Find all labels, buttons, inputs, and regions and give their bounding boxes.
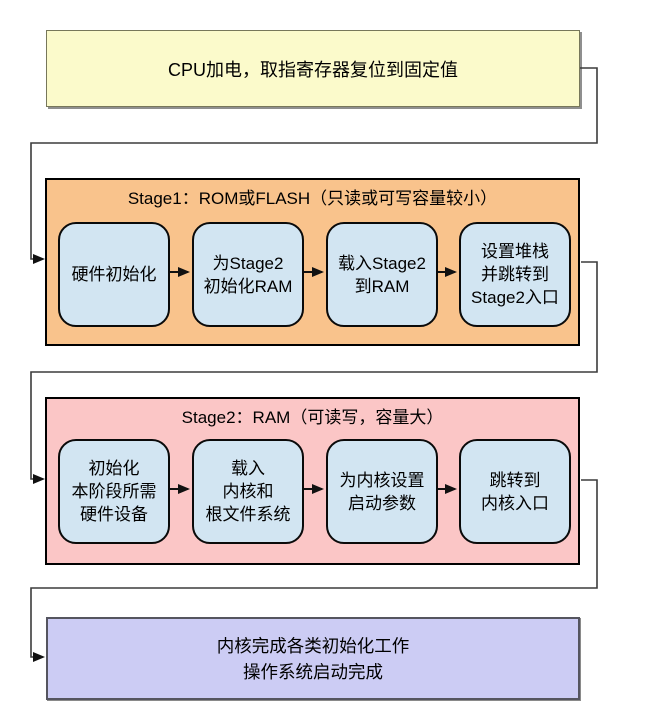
step-label: 载入 内核和 根文件系统 bbox=[205, 459, 291, 524]
start-box: CPU加电，取指寄存器复位到固定值 bbox=[46, 30, 580, 107]
step-label: 为Stage2 初始化RAM bbox=[203, 253, 293, 296]
stage2-step-load-kernel: 载入 内核和 根文件系统 bbox=[192, 439, 304, 544]
end-box-text: 内核完成各类初始化工作 操作系统启动完成 bbox=[216, 635, 410, 682]
stage1-step-load-stage2: 载入Stage2 到RAM bbox=[326, 222, 438, 327]
stage1-step-setup-stack-jump: 设置堆栈 并跳转到 Stage2入口 bbox=[459, 222, 571, 327]
stage1-container: Stage1：ROM或FLASH（只读或可写容量较小） 硬件初始化 为Stage… bbox=[45, 178, 580, 346]
stage2-step-set-boot-params: 为内核设置 启动参数 bbox=[326, 439, 438, 544]
step-label: 载入Stage2 到RAM bbox=[338, 253, 426, 296]
end-box: 内核完成各类初始化工作 操作系统启动完成 bbox=[46, 617, 580, 700]
step-label: 初始化 本阶段所需 硬件设备 bbox=[71, 459, 157, 524]
stage1-step-init-ram: 为Stage2 初始化RAM bbox=[192, 222, 304, 327]
start-box-text: CPU加电，取指寄存器复位到固定值 bbox=[167, 59, 458, 80]
stage1-step-hardware-init: 硬件初始化 bbox=[58, 222, 170, 327]
step-label: 硬件初始化 bbox=[71, 265, 157, 284]
stage2-title: Stage2：RAM（可读写，容量大） bbox=[181, 408, 444, 427]
step-label: 设置堆栈 并跳转到 Stage2入口 bbox=[471, 242, 559, 307]
step-label: 为内核设置 启动参数 bbox=[339, 470, 425, 513]
stage2-step-init-devices: 初始化 本阶段所需 硬件设备 bbox=[58, 439, 170, 544]
stage2-step-jump-kernel: 跳转到 内核入口 bbox=[459, 439, 571, 544]
stage2-container: Stage2：RAM（可读写，容量大） 初始化 本阶段所需 硬件设备 载入 内核… bbox=[45, 397, 580, 565]
stage1-title: Stage1：ROM或FLASH（只读或可写容量较小） bbox=[127, 189, 498, 208]
step-label: 跳转到 内核入口 bbox=[481, 470, 549, 513]
